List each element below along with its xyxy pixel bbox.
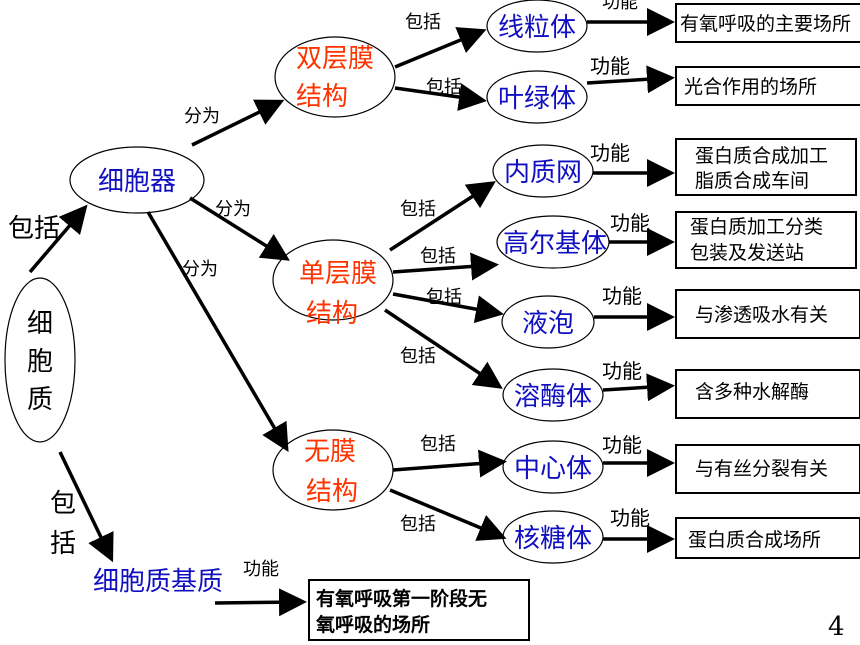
mito-function-box	[675, 3, 860, 43]
edge-label-divide-double: 分为	[184, 106, 220, 127]
lysosome-node	[502, 368, 604, 422]
centro-function-box	[675, 444, 860, 494]
none-label-2: 结构	[306, 477, 358, 507]
matrix-function-text-2: 氧呼吸的场所	[316, 613, 430, 636]
vacuole-function-box	[675, 289, 860, 339]
edge-label-function-er: 功能	[590, 141, 630, 165]
cytoplasm-label-2: 胞	[27, 347, 53, 377]
arrow-cytoplasm-matrix	[58, 451, 114, 563]
single-label-1: 单层膜	[299, 259, 377, 289]
golgi-label: 高尔基体	[503, 229, 607, 259]
edge-label-include-organelle: 包括	[8, 214, 60, 244]
none-label-1: 无膜	[304, 437, 356, 467]
edge-label-function-vacuole: 功能	[602, 284, 642, 308]
arrow-double-chloro	[394, 83, 487, 111]
arrow-single-vacuole	[392, 292, 504, 323]
vacuole-label: 液泡	[522, 309, 574, 339]
mito-function-text: 有氧呼吸的主要场所	[680, 13, 851, 35]
cytoplasm-node	[4, 277, 76, 443]
arrow-lyso-function	[602, 373, 675, 402]
edge-label-include-mito: 包括	[405, 12, 441, 33]
ribo-label: 核糖体	[514, 524, 592, 554]
arrow-organelle-single	[189, 196, 290, 261]
double-label-2: 结构	[296, 82, 348, 112]
lyso-function-box	[675, 369, 860, 419]
cytoplasm-label-3: 质	[27, 385, 53, 415]
arrow-none-ribo	[389, 488, 507, 541]
er-function-box	[675, 138, 857, 196]
edge-label-include-matrix-2: 括	[50, 529, 76, 559]
matrix-function-box	[308, 579, 530, 641]
chloro-function-text: 光合作用的场所	[684, 76, 817, 98]
edge-label-function-mito: 功能	[602, 0, 638, 13]
matrix-function-text-1: 有氧呼吸第一阶段无	[316, 587, 487, 610]
edge-label-divide-none: 分为	[182, 259, 218, 280]
matrix-label: 细胞质基质	[93, 567, 223, 597]
edge-label-include-matrix-1: 包	[50, 489, 76, 519]
edge-label-divide-single: 分为	[215, 199, 251, 220]
arrow-cytoplasm-organelle	[28, 204, 88, 274]
organelle-label: 细胞器	[98, 167, 176, 197]
vacuole-function-text: 与渗透吸水有关	[695, 304, 828, 326]
edge-label-include-chloro: 包括	[426, 77, 462, 98]
page-number: 4	[828, 612, 845, 642]
lyso-function-text: 含多种水解酶	[695, 381, 809, 403]
organelle-node	[69, 146, 205, 214]
single-label-2: 结构	[306, 299, 358, 329]
chloro-function-box	[675, 66, 860, 106]
edge-label-function-ribo: 功能	[610, 506, 650, 530]
arrow-matrix-function	[214, 588, 307, 617]
arrow-single-lyso	[384, 308, 503, 389]
er-label: 内质网	[504, 158, 582, 188]
single-membrane-node	[272, 239, 394, 321]
arrow-single-golgi	[392, 252, 499, 281]
edge-label-function-matrix: 功能	[243, 559, 279, 580]
edge-label-include-centro: 包括	[420, 434, 456, 455]
edge-label-include-vacuole: 包括	[426, 287, 462, 308]
arrow-organelle-none	[146, 211, 289, 453]
er-node	[492, 144, 594, 198]
edge-label-function-centro: 功能	[602, 433, 642, 457]
double-label-1: 双层膜	[296, 44, 374, 74]
centro-label: 中心体	[514, 454, 592, 484]
double-membrane-node	[274, 36, 396, 118]
arrow-double-mito	[394, 27, 487, 69]
chloro-label: 叶绿体	[498, 84, 576, 114]
er-function-text-1: 蛋白质合成加工	[695, 145, 828, 167]
edge-label-include-lyso: 包括	[400, 346, 436, 367]
centro-function-text: 与有丝分裂有关	[695, 458, 828, 480]
edge-label-include-golgi: 包括	[420, 246, 456, 267]
arrow-single-er	[389, 181, 496, 252]
edge-label-include-ribo: 包括	[400, 514, 436, 535]
golgi-function-text-2: 包装及发送站	[690, 242, 804, 264]
edge-label-function-chloro: 功能	[590, 54, 630, 78]
chloroplast-node	[486, 70, 588, 124]
ribo-function-text: 蛋白质合成场所	[688, 529, 821, 551]
arrow-chloro-function	[586, 65, 675, 94]
edge-label-include-er: 包括	[400, 199, 436, 220]
edge-label-function-lyso: 功能	[602, 359, 642, 383]
mitochondria-node	[486, 0, 588, 53]
er-function-text-2: 脂质合成车间	[695, 170, 809, 192]
golgi-function-box	[675, 211, 857, 269]
lyso-label: 溶酶体	[514, 382, 592, 412]
cytoplasm-label-1: 细	[27, 309, 53, 339]
golgi-function-text-1: 蛋白质加工分类	[690, 216, 823, 238]
arrows	[28, 8, 675, 617]
edge-label-function-golgi: 功能	[610, 211, 650, 235]
arrow-none-centro	[392, 449, 507, 478]
mito-label: 线粒体	[498, 13, 576, 43]
arrow-organelle-double	[191, 99, 285, 147]
ribo-function-box	[675, 517, 860, 559]
